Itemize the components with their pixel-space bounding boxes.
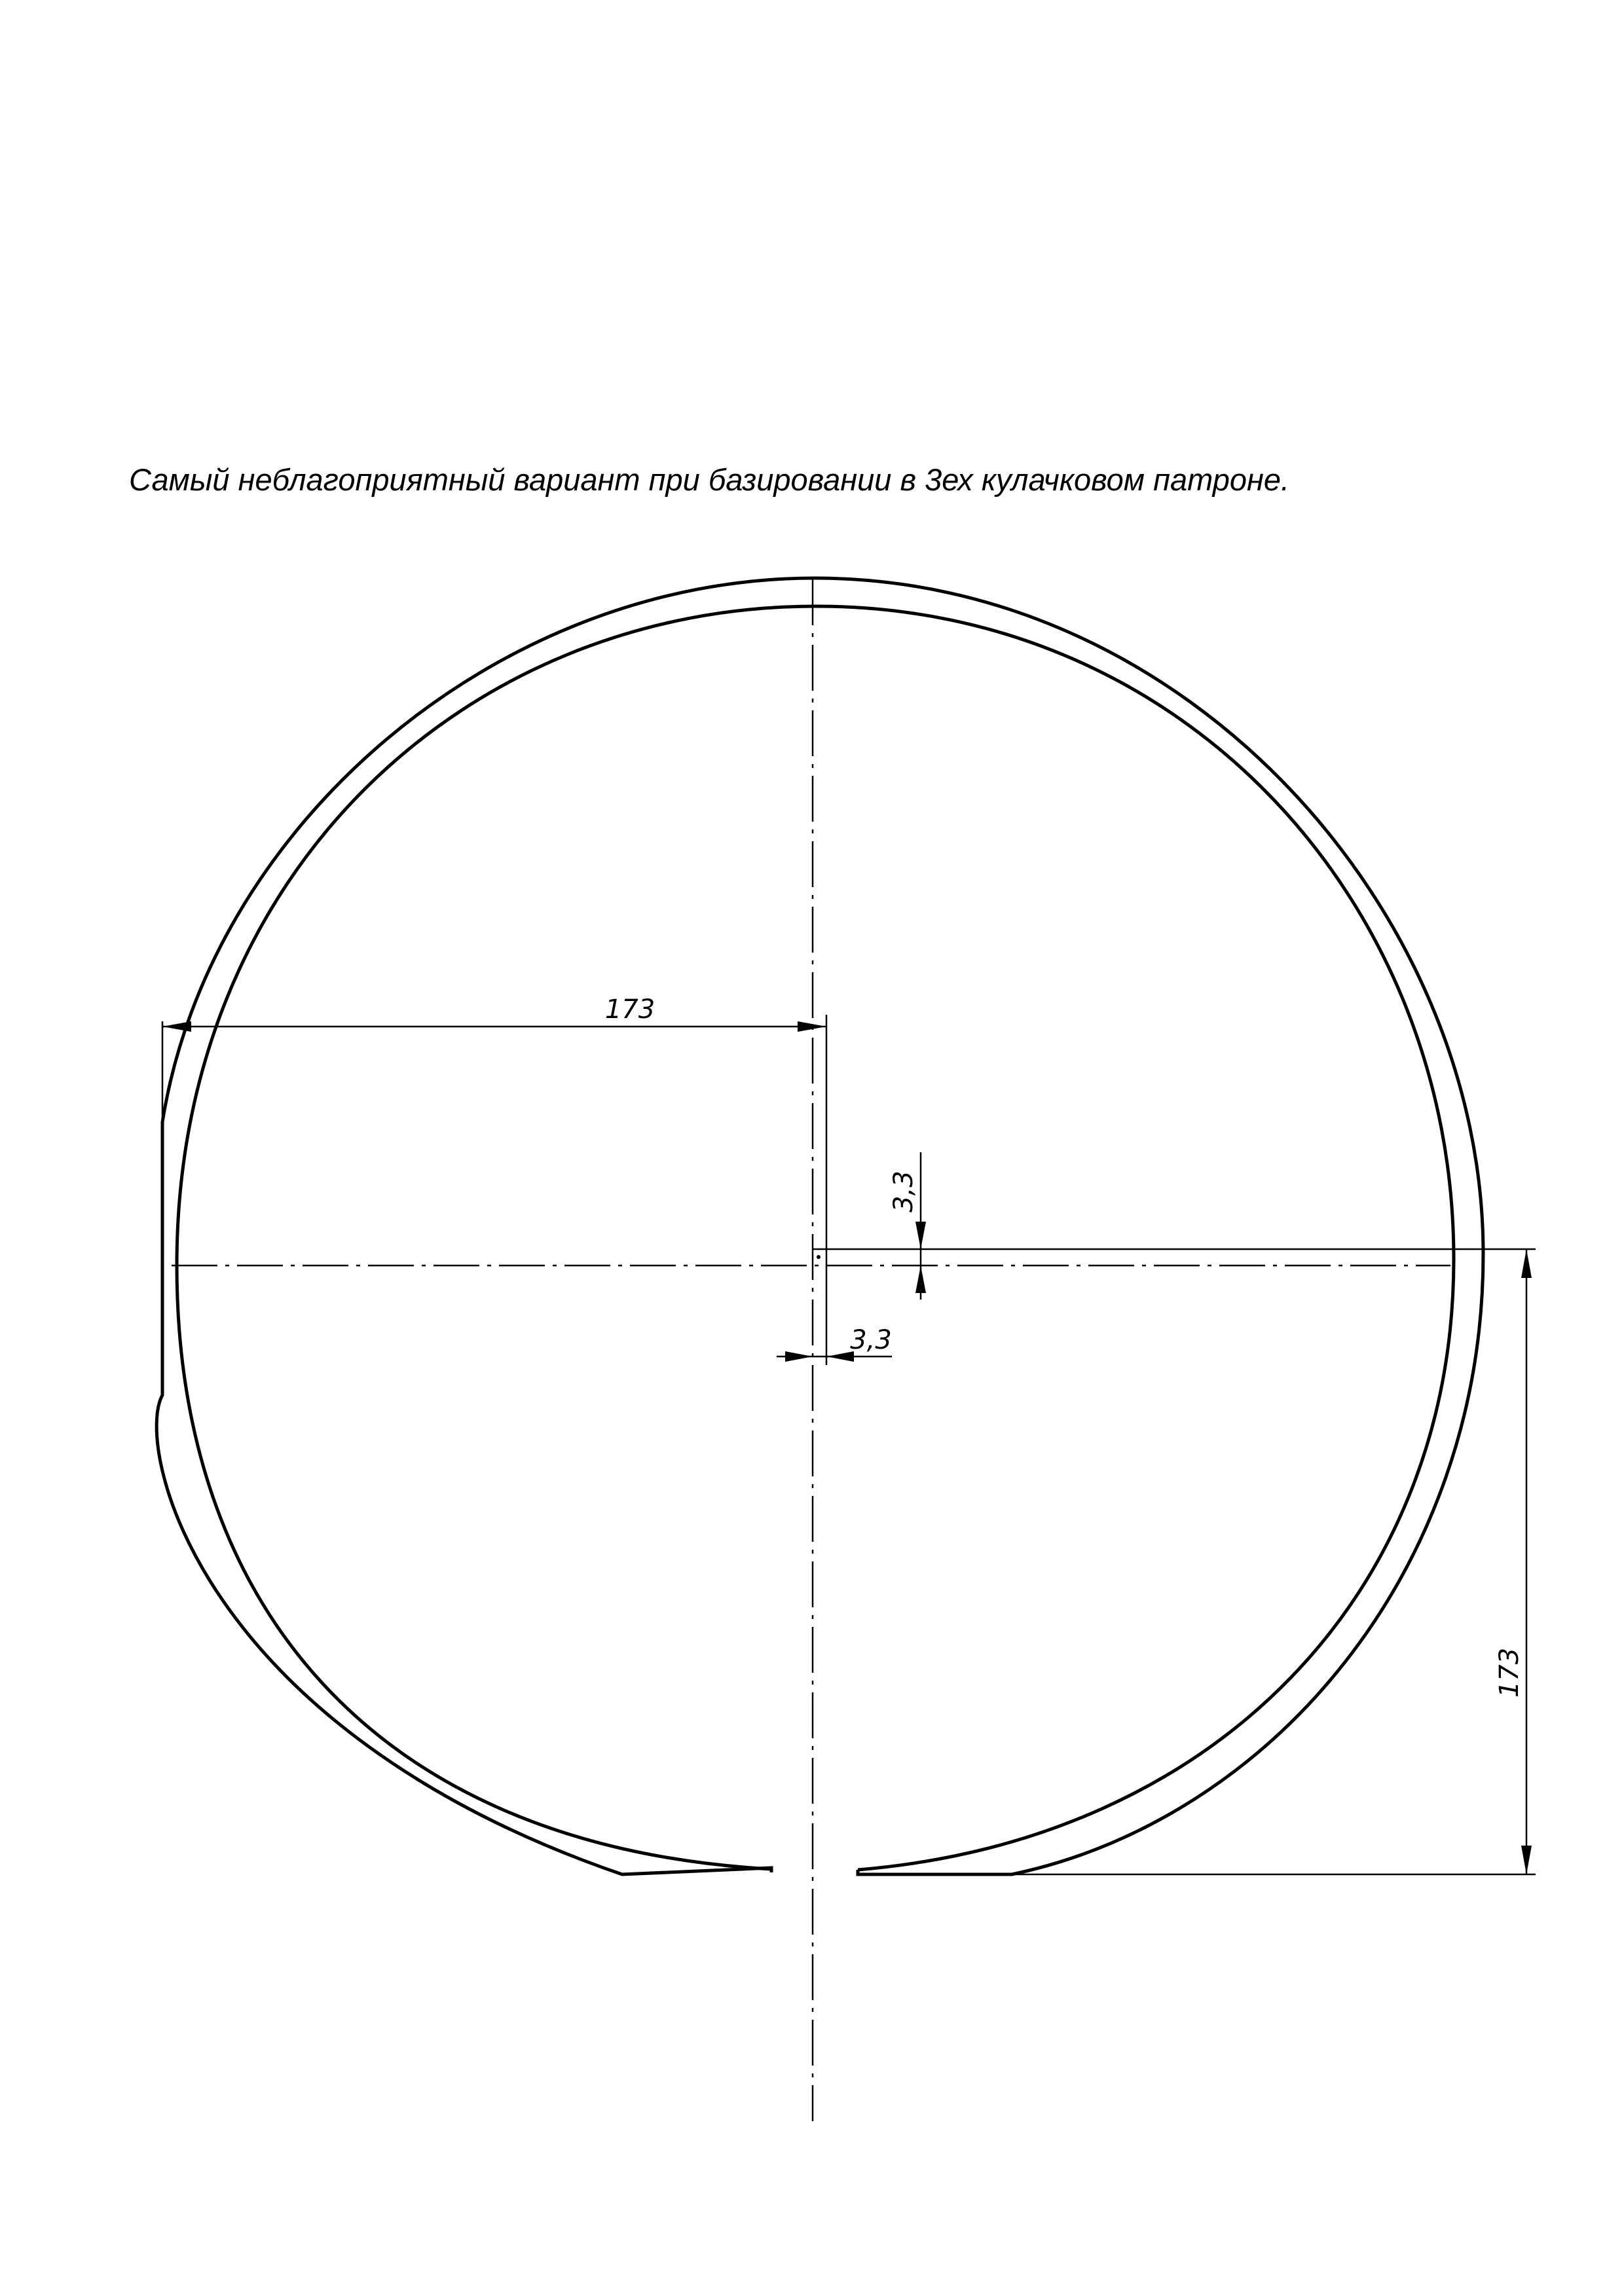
horizontal-offset-arrow-right (826, 1351, 854, 1362)
vertical-radius-arrow-bottom (1521, 1846, 1532, 1874)
vertical-radius-arrow-top (1521, 1249, 1532, 1278)
inner-ring-contour (175, 604, 1456, 1872)
vertical-offset-arrow-bottom (915, 1266, 926, 1293)
drawing-caption: Самый неблагоприятный вариант при базиро… (129, 462, 1290, 497)
horizontal-offset-arrow-left (785, 1351, 813, 1362)
horizontal-radius-label: 173 (605, 994, 655, 1025)
horizontal-offset-label: 3,3 (850, 1325, 892, 1355)
outer-ring-contour (155, 576, 1485, 1876)
horizontal-radius-arrow-left (162, 1021, 191, 1032)
center-point (817, 1255, 821, 1259)
vertical-offset-label: 3,3 (889, 1171, 919, 1212)
vertical-radius-label: 173 (1494, 1648, 1524, 1698)
horizontal-radius-arrow-right (798, 1021, 826, 1032)
vertical-offset-arrow-top (915, 1222, 926, 1249)
